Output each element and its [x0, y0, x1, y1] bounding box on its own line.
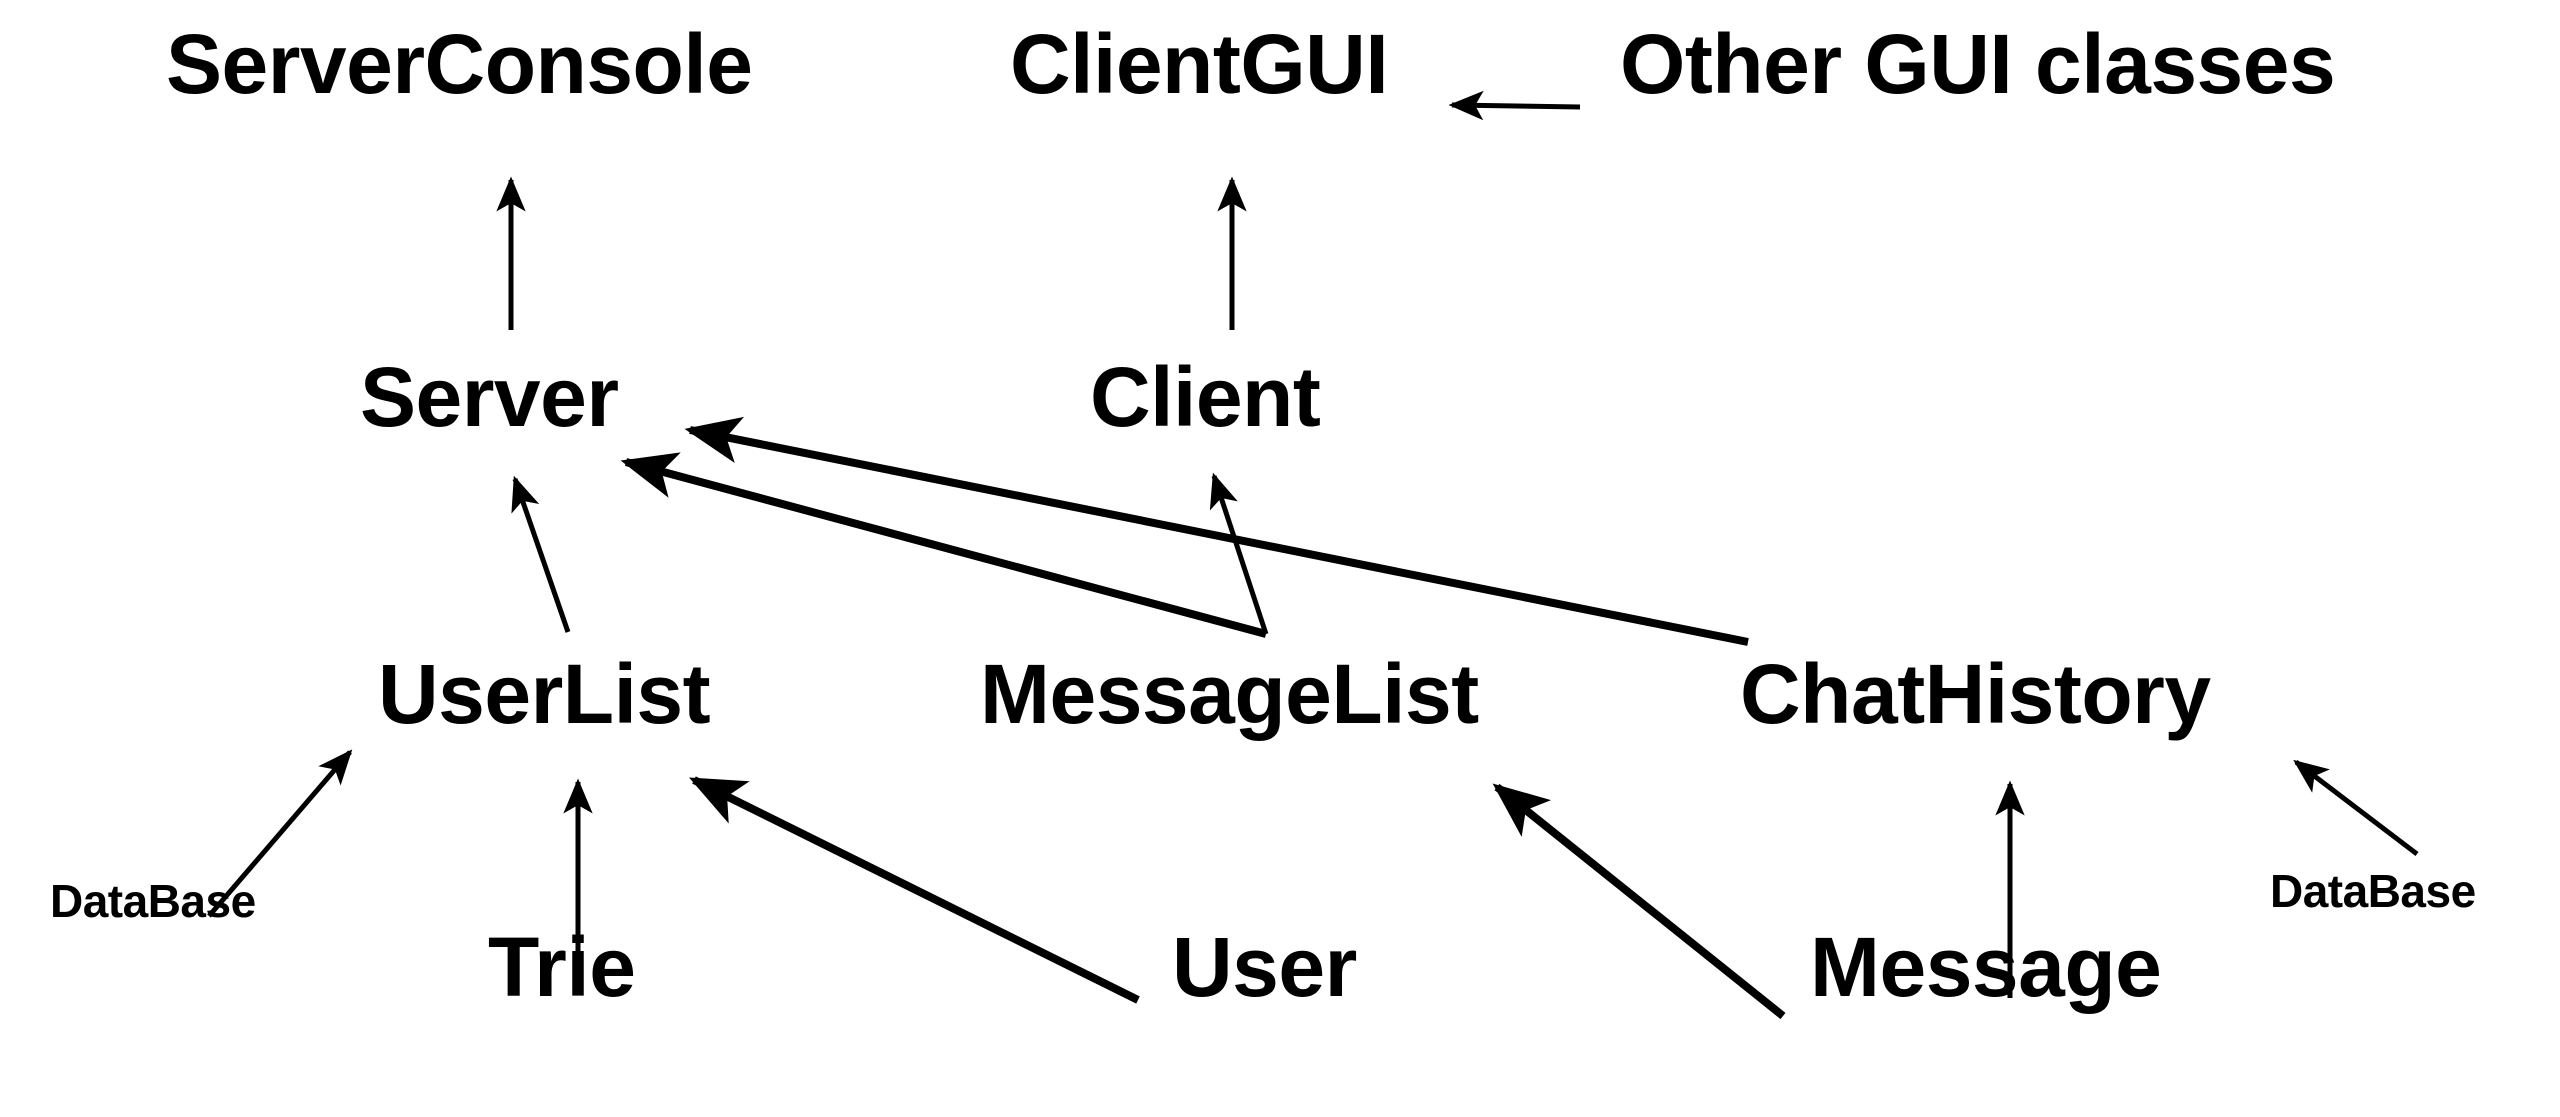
- node-label-trie: Trie: [488, 920, 636, 1014]
- node-label-serverconsole: ServerConsole: [166, 17, 753, 111]
- edge-messagelist-to-server: [620, 452, 1268, 638]
- node-label-chathistory: ChatHistory: [1740, 647, 2211, 741]
- edge-messagelist-to-client: [1209, 472, 1269, 635]
- edge-otherguiclasses-to-clientgui: [1448, 90, 1581, 121]
- edge-database-to-chathistory: [2293, 759, 2419, 856]
- node-label-databaseleft: DataBase: [50, 875, 256, 927]
- edge-userlist-to-server: [511, 475, 571, 633]
- node-label-messagelist: MessageList: [980, 647, 1479, 741]
- edge-message-to-messagelist: [1492, 783, 1786, 1020]
- node-label-otherguiclasses: Other GUI classes: [1620, 17, 2336, 111]
- node-label-clientgui: ClientGUI: [1010, 17, 1389, 111]
- node-label-message: Message: [1810, 920, 2162, 1014]
- node-label-client: Client: [1090, 350, 1321, 444]
- node-label-server: Server: [360, 350, 619, 444]
- edge-database-to-userlist: [207, 749, 353, 918]
- edge-chathistory-to-server: [684, 416, 1749, 646]
- node-label-user: User: [1172, 920, 1357, 1014]
- edge-user-to-userlist: [688, 776, 1140, 1004]
- node-label-databaseright: DataBase: [2270, 865, 2476, 917]
- node-label-userlist: UserList: [378, 647, 711, 741]
